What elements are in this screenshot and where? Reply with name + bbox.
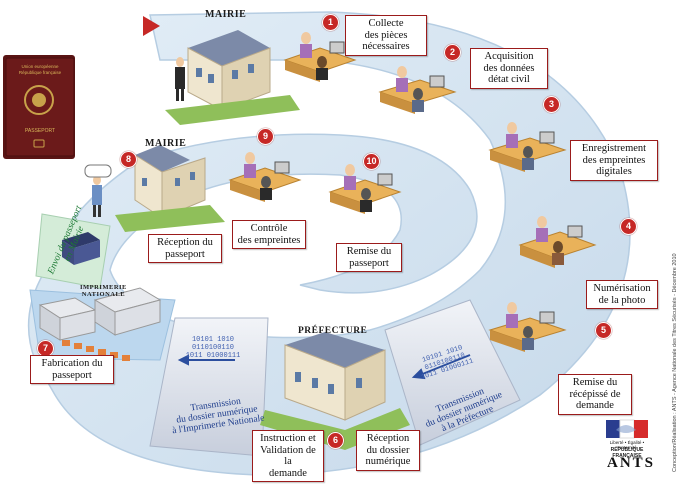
credit-text: Conception/Réalisation : ANTS - Agence N…	[672, 253, 678, 472]
citizen-figure-bottom	[84, 164, 112, 217]
logo-ants: ANTS	[607, 455, 656, 471]
mairie-bottom-sign: MAIRIE	[145, 138, 187, 149]
instruction-validation-label: Instruction et Validation de la demande	[252, 430, 324, 482]
step-1-label: Collecte des pièces nécessaires	[345, 15, 427, 56]
passport-line2: République française	[18, 70, 62, 75]
prefecture-transfer-band	[384, 299, 521, 446]
step-3-badge: 3	[543, 96, 560, 113]
citizen-figure-top	[175, 57, 185, 101]
step-9-label: Contrôle des empreintes	[232, 220, 306, 249]
passport-booklet	[3, 55, 75, 159]
passport-line3: PASSEPORT	[24, 128, 56, 134]
step-10-label: Remise du passeport	[336, 243, 402, 272]
prefecture-building	[260, 332, 410, 450]
step-5-label: Remise du récépissé de demande	[558, 374, 632, 415]
step-4-badge: 4	[620, 218, 637, 235]
logo-motto: Liberté • Égalité • Fraternité	[609, 440, 645, 450]
step-4-label: Numérisation de la photo	[586, 280, 658, 309]
binary-stream-imprimerie: 10101 1010 0110100110 1011 01000111	[185, 336, 241, 360]
passport-line1: Union européenne	[21, 64, 59, 69]
marianne-logo	[606, 419, 648, 439]
desk-stations	[228, 32, 597, 352]
delivery-van	[62, 232, 100, 265]
flow-arrows	[177, 354, 471, 380]
step-7-label: Fabrication du passeport	[30, 355, 114, 384]
prefecture-sign: PRÉFECTURE	[298, 326, 368, 336]
step-3-label: Enregistrement des empreintes digitales	[570, 140, 658, 181]
logo-republic: RÉPUBLIQUE FRANÇAISE	[610, 447, 644, 459]
step-8-badge: 8	[120, 151, 137, 168]
imprimerie-machines	[38, 287, 162, 361]
step-2-badge: 2	[444, 44, 461, 61]
step-1-badge: 1	[322, 14, 339, 31]
imprimerie-sign: IMPRIMERIE NATIONALE	[80, 284, 127, 298]
step-2-label: Acquisition des données détat civil	[470, 48, 548, 89]
step-6-label: Réception du dossier numérique	[356, 430, 420, 471]
mairie-top-sign: MAIRIE	[205, 9, 247, 20]
step-10-badge: 10	[363, 153, 380, 170]
step-8-label: Réception du passeport	[148, 234, 222, 263]
start-arrow	[143, 16, 160, 36]
step-6-badge: 6	[327, 432, 344, 449]
step-5-badge: 5	[595, 322, 612, 339]
mairie-bottom-building	[115, 145, 225, 232]
mairie-top-building	[165, 30, 300, 125]
step-9-badge: 9	[257, 128, 274, 145]
